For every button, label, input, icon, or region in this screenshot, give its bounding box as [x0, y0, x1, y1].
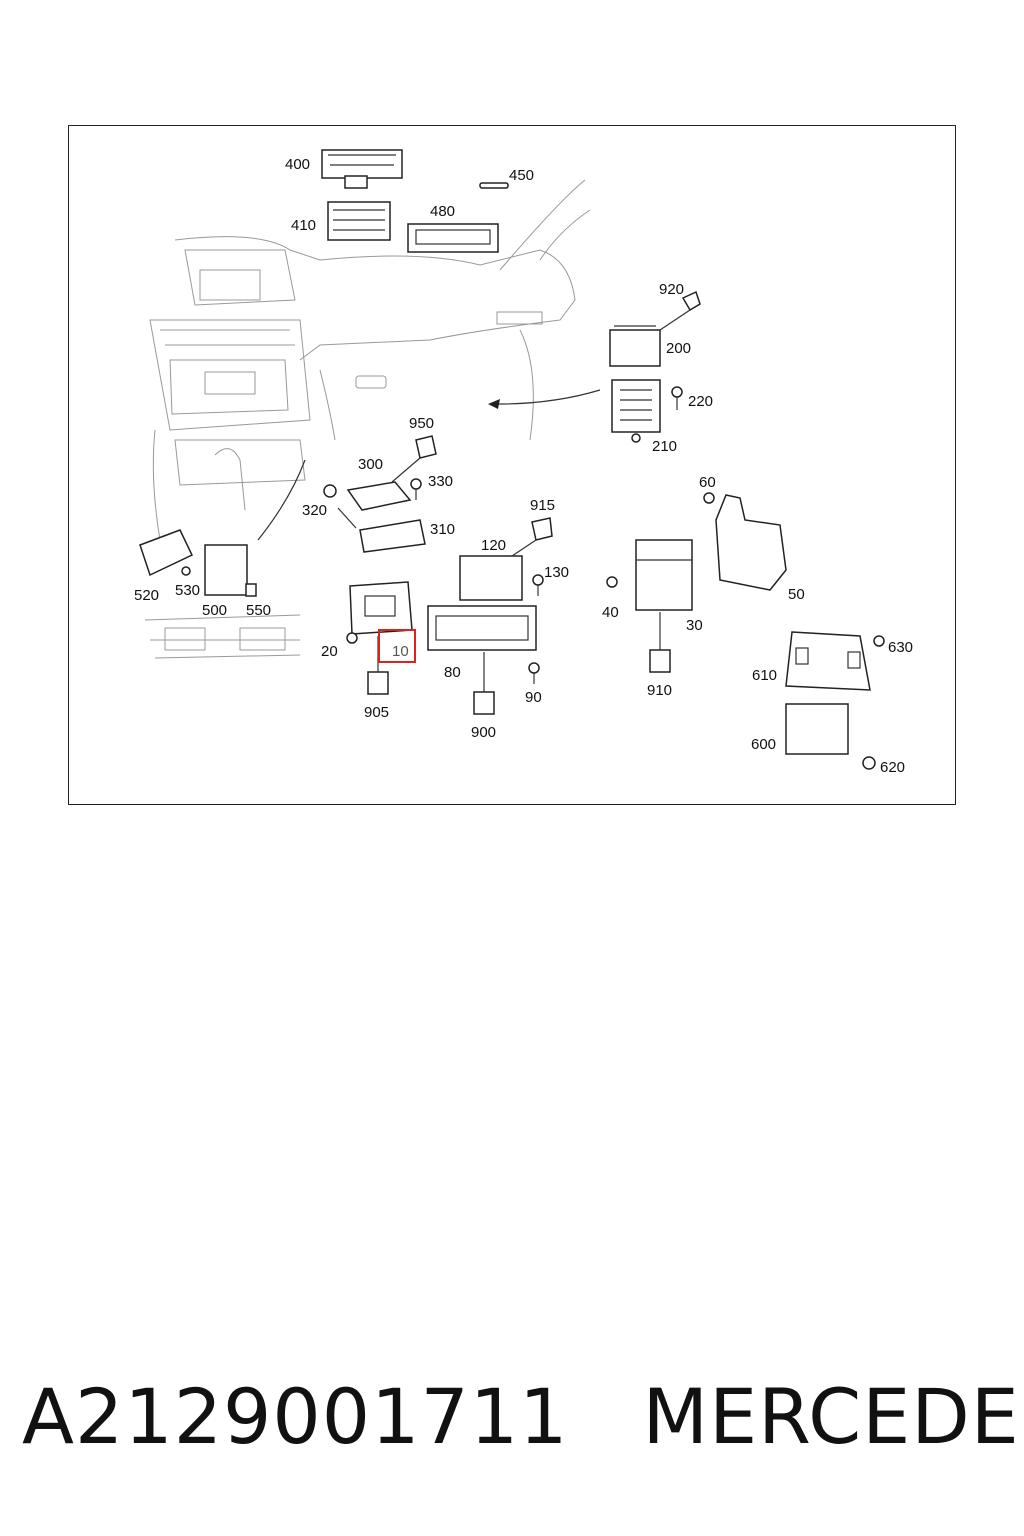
- callout-220: 220: [688, 393, 713, 410]
- arrow-320: [337, 507, 357, 529]
- callout-910: 910: [647, 682, 672, 699]
- callout-200: 200: [666, 340, 691, 357]
- part-900-connector: [473, 652, 495, 715]
- part-500-module: [204, 544, 248, 596]
- callout-950: 950: [409, 415, 434, 432]
- callout-620: 620: [880, 759, 905, 776]
- part-530-screw: [181, 566, 191, 576]
- part-400-module: [321, 149, 403, 189]
- arrow-500: [257, 459, 306, 541]
- callout-210: 210: [652, 438, 677, 455]
- callout-450: 450: [509, 167, 534, 184]
- callout-900: 900: [471, 724, 496, 741]
- part-920-tag: [659, 290, 701, 331]
- arrowhead-210: [488, 399, 500, 409]
- part-200-module: [609, 325, 661, 367]
- part-30-module: [635, 539, 693, 611]
- part-450-strip: [479, 182, 509, 189]
- callout-920: 920: [659, 281, 684, 298]
- part-950-tag: [391, 435, 437, 483]
- part-550-clip: [245, 583, 257, 597]
- part-915-tag: [511, 517, 553, 557]
- part-20-screw: [346, 632, 358, 644]
- part-300-sensor: [346, 481, 412, 511]
- part-120-module: [459, 555, 523, 601]
- part-80-module: [427, 605, 537, 651]
- part-10-control-unit: [349, 581, 413, 635]
- part-630-nut: [873, 635, 885, 647]
- part-90-screw: [528, 662, 540, 684]
- callout-300: 300: [358, 456, 383, 473]
- callout-10: 10: [392, 643, 409, 660]
- highlight-box: [378, 629, 416, 663]
- dashboard-outline: [144, 179, 591, 659]
- part-310-bracket: [359, 519, 426, 553]
- part-910-connector: [649, 612, 671, 673]
- arrow-210: [489, 389, 601, 405]
- callout-40: 40: [602, 604, 619, 621]
- callout-600: 600: [751, 736, 776, 753]
- part-330-screw: [410, 478, 422, 500]
- callout-50: 50: [788, 586, 805, 603]
- callout-410: 410: [291, 217, 316, 234]
- part-480-control-panel: [407, 223, 499, 253]
- footer-caption: A2129001711 MERCEDES: [22, 1372, 1024, 1462]
- callout-905: 905: [364, 704, 389, 721]
- parts-diagram: 400 450 410 480 920 200 220 210 950 300 …: [134, 149, 913, 776]
- callout-520: 520: [134, 587, 159, 604]
- callout-320: 320: [302, 502, 327, 519]
- callout-400: 400: [285, 156, 310, 173]
- callout-80: 80: [444, 664, 461, 681]
- part-220-screw: [671, 386, 683, 410]
- callout-500: 500: [202, 602, 227, 619]
- callout-550: 550: [246, 602, 271, 619]
- part-600-module: [785, 703, 849, 755]
- part-60-nut: [703, 492, 715, 504]
- part-number: A2129001711: [22, 1372, 569, 1461]
- part-320-nut: [323, 484, 337, 498]
- brand-name: MERCEDES: [642, 1372, 1024, 1461]
- diagram-frame: [68, 125, 956, 805]
- callout-915: 915: [530, 497, 555, 514]
- callout-120: 120: [481, 537, 506, 554]
- part-610-bracket: [785, 631, 871, 691]
- callout-480: 480: [430, 203, 455, 220]
- callout-610: 610: [752, 667, 777, 684]
- callout-130: 130: [544, 564, 569, 581]
- part-50-bracket: [715, 494, 787, 591]
- callout-630: 630: [888, 639, 913, 656]
- callout-30: 30: [686, 617, 703, 634]
- callout-20: 20: [321, 643, 338, 660]
- callout-310: 310: [430, 521, 455, 538]
- part-620-nut: [862, 756, 876, 770]
- part-520-module: [139, 529, 194, 577]
- callout-60: 60: [699, 474, 716, 491]
- callout-90: 90: [525, 689, 542, 706]
- part-40-screw: [606, 576, 618, 588]
- part-410-panel: [327, 201, 391, 241]
- callout-530: 530: [175, 582, 200, 599]
- part-210-fuse-box: [611, 379, 661, 443]
- part-130-screw: [532, 574, 544, 596]
- callout-330: 330: [428, 473, 453, 490]
